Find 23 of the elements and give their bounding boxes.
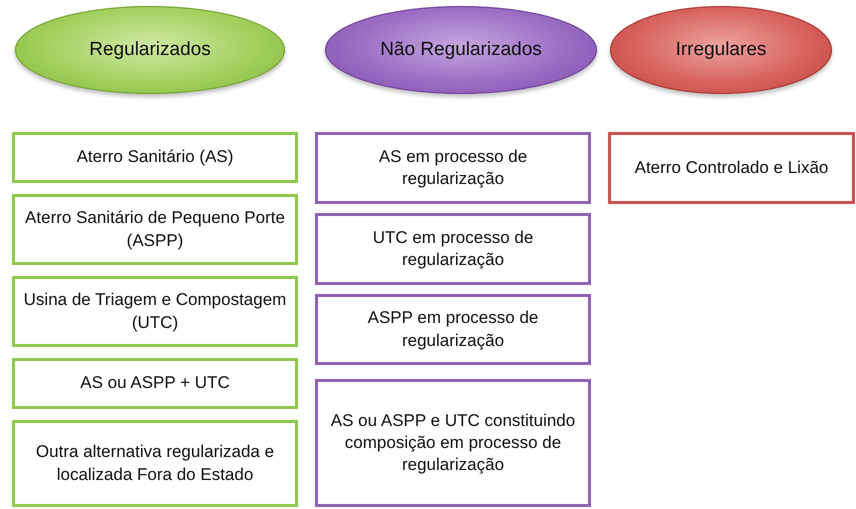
item-text: AS em processo de regularização (378, 146, 528, 190)
item-text: ASPP em processo de regularização (366, 307, 540, 352)
item-text: AS ou ASPP + UTC (80, 372, 230, 394)
category-item-box (12, 420, 298, 507)
category-title: Irregulares (676, 38, 766, 62)
category-item-box (315, 294, 591, 365)
category-title: Não Regularizados (380, 38, 542, 62)
item-text: Aterro Sanitário de Pequeno Porte (ASPP) (24, 207, 286, 252)
item-text: Usina de Triagem e Compostagem (UTC) (23, 289, 287, 334)
item-text: Outra alternativa regularizada e localizada Fora do Estado (34, 441, 276, 486)
category-item-box (12, 194, 298, 265)
category-item-box (315, 132, 591, 204)
item-text: Aterro Controlado e Lixão (634, 156, 828, 179)
category-item-box (608, 132, 855, 204)
item-text: AS ou ASPP e UTC constituindo composição em processo de regularização (330, 410, 576, 476)
item-text: UTC em processo de regularização (372, 226, 534, 271)
category-item-box (12, 276, 298, 347)
category-item-box (12, 132, 298, 183)
category-item-box (315, 379, 591, 507)
item-text: Aterro Sanitário (AS) (76, 146, 234, 168)
category-item-box (12, 358, 298, 409)
category-item-box (315, 213, 591, 285)
category-title: Regularizados (89, 38, 211, 62)
